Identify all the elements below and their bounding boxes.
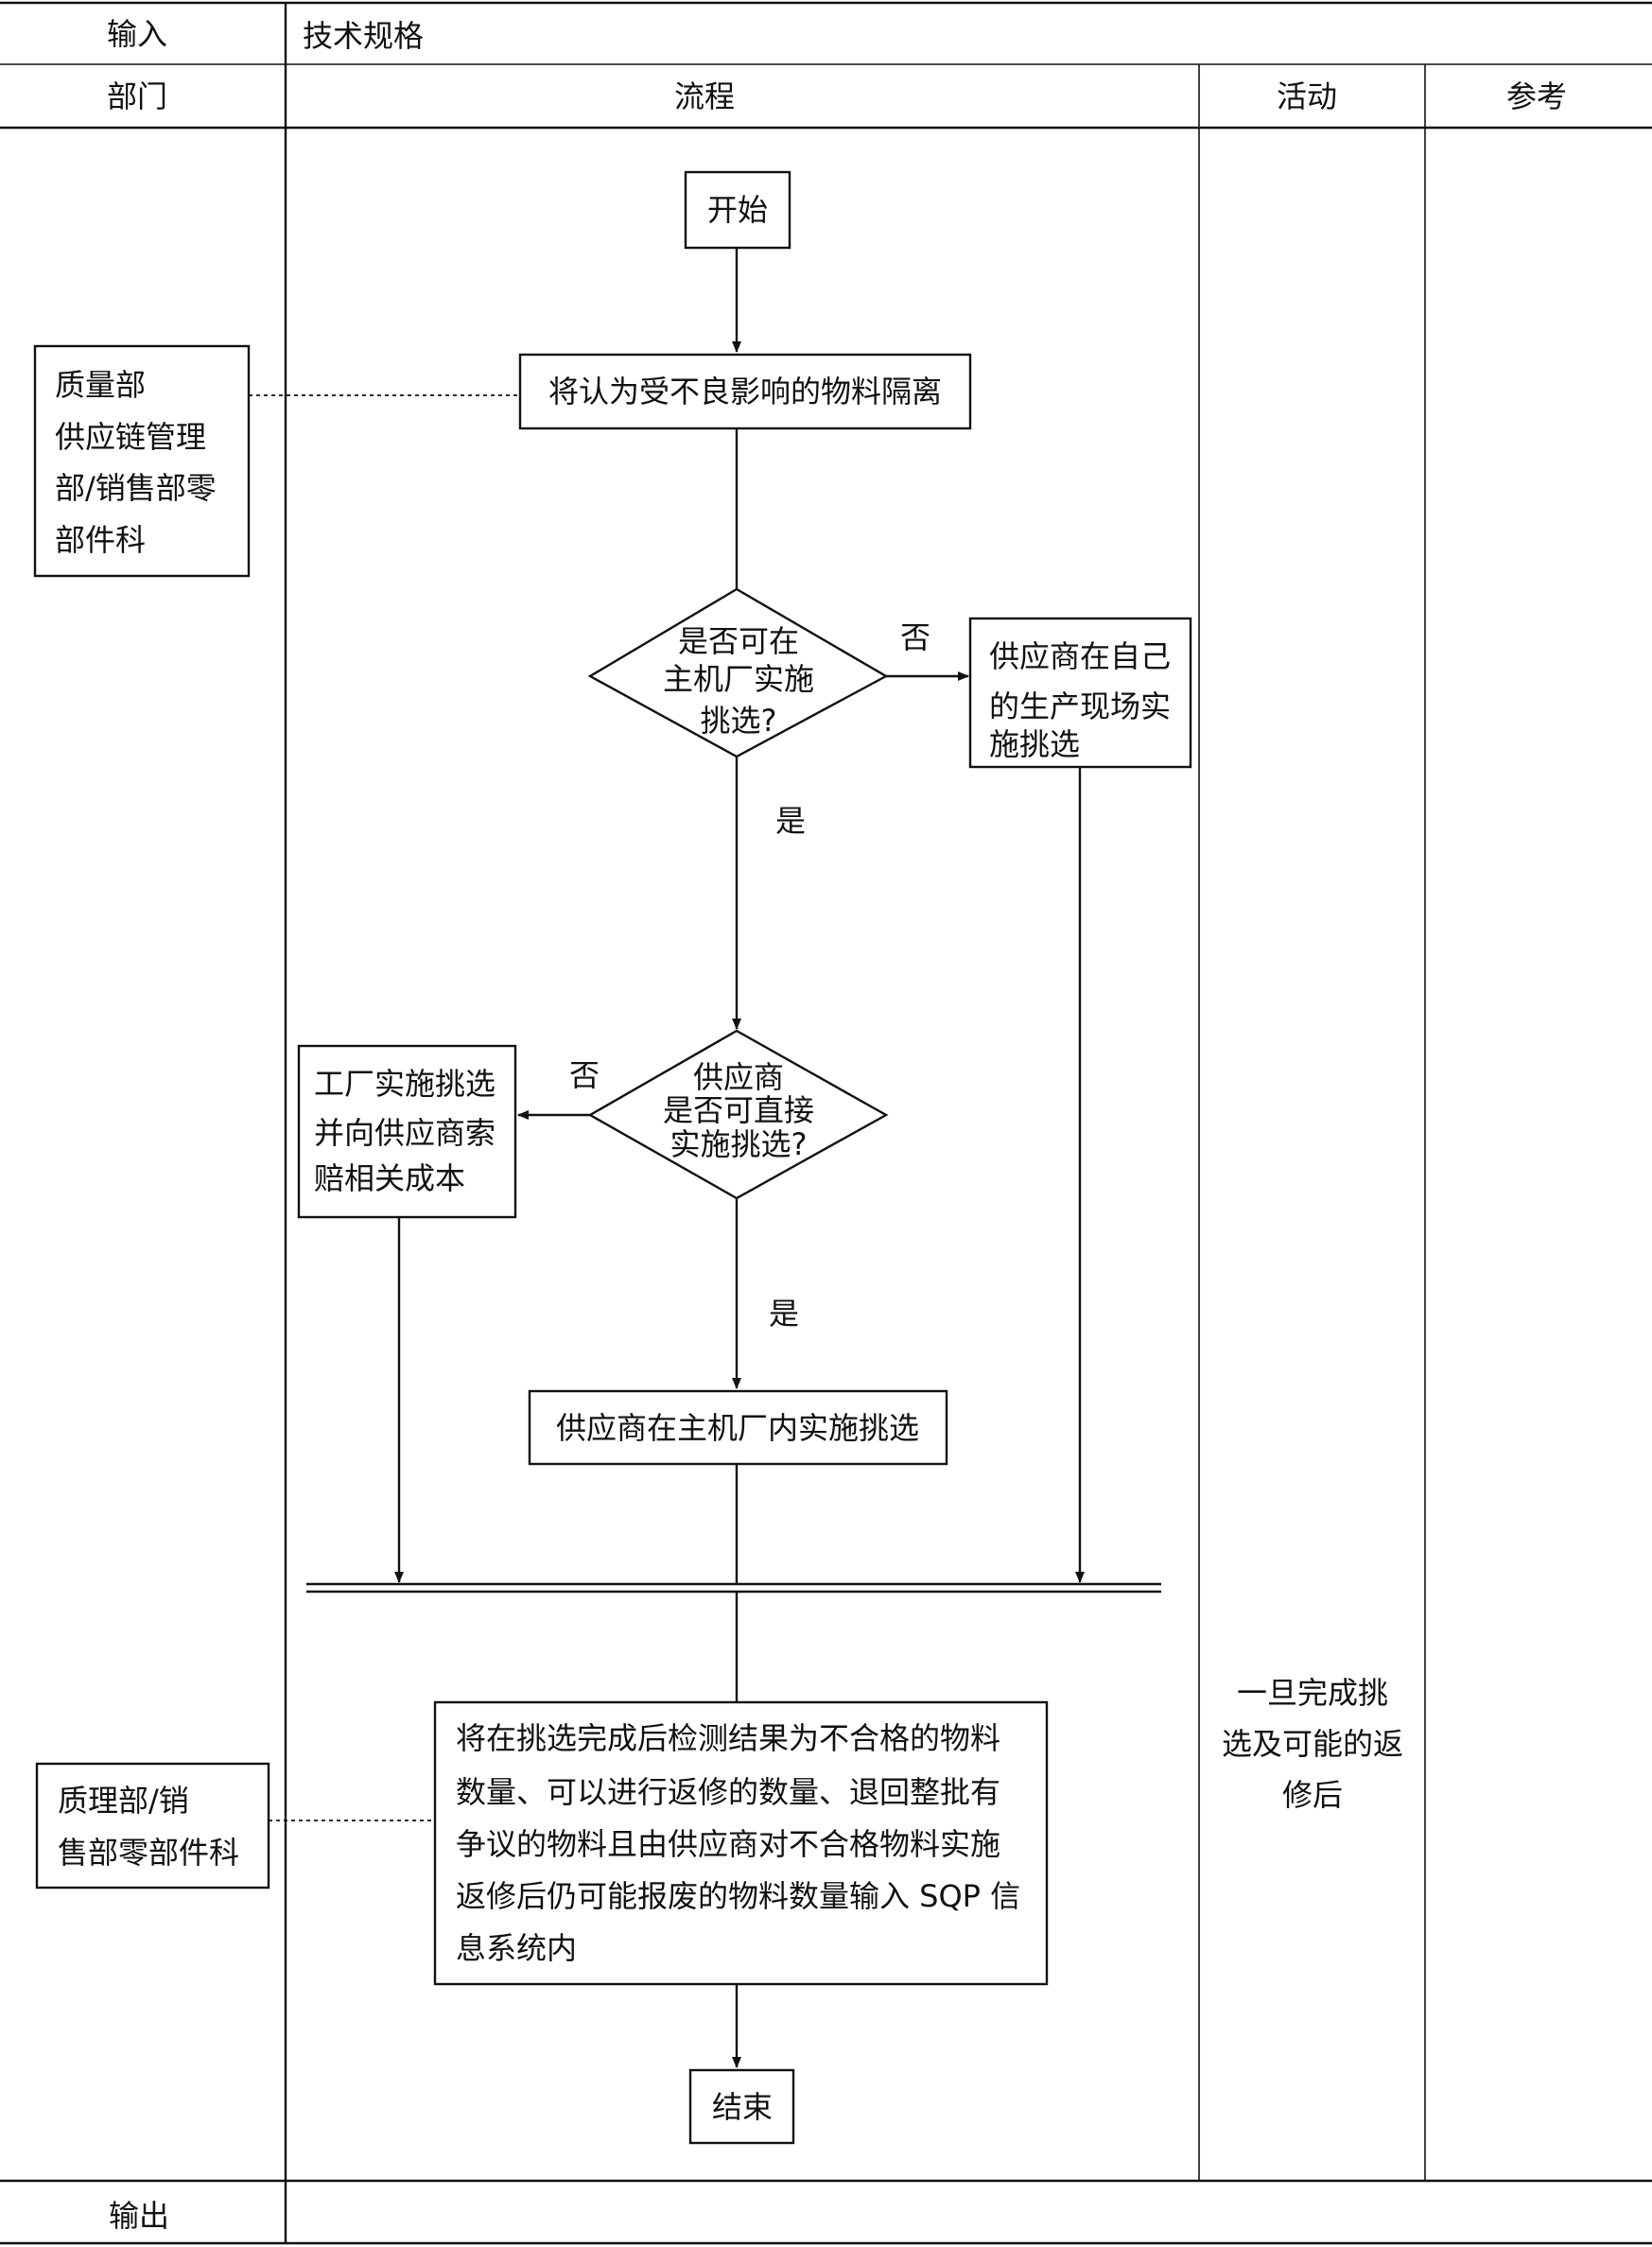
dept-box-quality-supply: 质量部 供应链管理 部/销售部零 部件科	[33, 344, 251, 578]
dept-box-quality-sales: 质理部/销 售部零部件科	[35, 1762, 270, 1890]
factory-pick-claim-step: 工厂实施挑选 并向供应商索 赔相关成本	[297, 1044, 517, 1219]
no-label-2: 否	[569, 1057, 600, 1093]
svg-text:实施挑选?: 实施挑选?	[670, 1126, 808, 1162]
end-node: 结束	[688, 2068, 795, 2145]
flow-column-header: 流程	[674, 78, 735, 114]
isolate-materials-step: 将认为受不良影响的物料隔离	[518, 353, 972, 430]
svg-text:并向供应商索: 并向供应商索	[314, 1115, 496, 1151]
svg-text:部/销售部零: 部/销售部零	[55, 470, 217, 506]
sqp-input-step: 将在挑选完成后检测结果为不合格的物料 数量、可以进行返修的数量、退回整批有 争议…	[433, 1700, 1049, 1986]
activity-column-header: 活动	[1277, 78, 1337, 114]
svg-text:挑选?: 挑选?	[701, 703, 777, 739]
svg-text:赔相关成本: 赔相关成本	[314, 1160, 465, 1196]
dept-column-header: 部门	[107, 78, 167, 114]
decision-pick-at-oem: 是否可在 主机厂实施 挑选?	[587, 587, 889, 758]
svg-text:一旦完成挑: 一旦完成挑	[1237, 1675, 1388, 1711]
input-value: 技术规格	[303, 18, 424, 54]
svg-text:是否可在: 是否可在	[678, 623, 799, 659]
svg-text:选及可能的返: 选及可能的返	[1222, 1726, 1403, 1762]
svg-text:修后: 修后	[1282, 1777, 1343, 1813]
reference-column-header: 参考	[1506, 78, 1567, 114]
yes-label-1: 是	[775, 803, 806, 839]
svg-text:的生产现场实: 的生产现场实	[989, 688, 1171, 724]
svg-text:质理部/销: 质理部/销	[58, 1783, 189, 1819]
connectors	[249, 248, 1161, 2068]
svg-text:工厂实施挑选: 工厂实施挑选	[314, 1066, 496, 1102]
svg-text:息系统内: 息系统内	[456, 1930, 577, 1966]
output-label: 输出	[109, 2198, 169, 2234]
decision-supplier-direct-pick: 供应商 是否可直接 实施挑选?	[587, 1029, 889, 1200]
svg-text:部件科: 部件科	[55, 522, 146, 558]
svg-text:供应商: 供应商	[693, 1059, 784, 1095]
supplier-site-pick-step: 供应商在自己 的生产现场实 施挑选	[968, 617, 1192, 769]
supplier-in-plant-pick-step: 供应商在主机厂内实施挑选	[528, 1389, 948, 1466]
svg-text:争议的物料且由供应商对不合格物料实施: 争议的物料且由供应商对不合格物料实施	[456, 1826, 1000, 1862]
svg-text:售部零部件科: 售部零部件科	[58, 1835, 239, 1871]
svg-text:质量部: 质量部	[55, 367, 146, 403]
input-label: 输入	[107, 16, 167, 52]
svg-text:施挑选: 施挑选	[989, 726, 1080, 762]
svg-text:数量、可以进行返修的数量、退回整批有: 数量、可以进行返修的数量、退回整批有	[456, 1774, 1000, 1810]
svg-text:供应商在自己: 供应商在自己	[989, 638, 1171, 674]
svg-text:供应链管理: 供应链管理	[55, 419, 206, 455]
svg-text:供应商在主机厂内实施挑选: 供应商在主机厂内实施挑选	[556, 1410, 919, 1446]
svg-text:是否可直接: 是否可直接	[663, 1092, 814, 1128]
start-node: 开始	[684, 170, 791, 250]
yes-label-2: 是	[769, 1296, 799, 1332]
svg-text:主机厂实施: 主机厂实施	[663, 661, 814, 697]
svg-text:将认为受不良影响的物料隔离: 将认为受不良影响的物料隔离	[548, 374, 942, 409]
no-label-1: 否	[900, 619, 930, 655]
svg-text:返修后仍可能报废的物料数量输入 SQP 信: 返修后仍可能报废的物料数量输入 SQP 信	[456, 1878, 1020, 1914]
svg-text:结束: 结束	[712, 2089, 773, 2125]
svg-text:开始: 开始	[707, 192, 768, 228]
activity-note: 一旦完成挑 选及可能的返 修后	[1222, 1675, 1403, 1813]
svg-text:将在挑选完成后检测结果为不合格的物料: 将在挑选完成后检测结果为不合格的物料	[456, 1720, 1000, 1756]
